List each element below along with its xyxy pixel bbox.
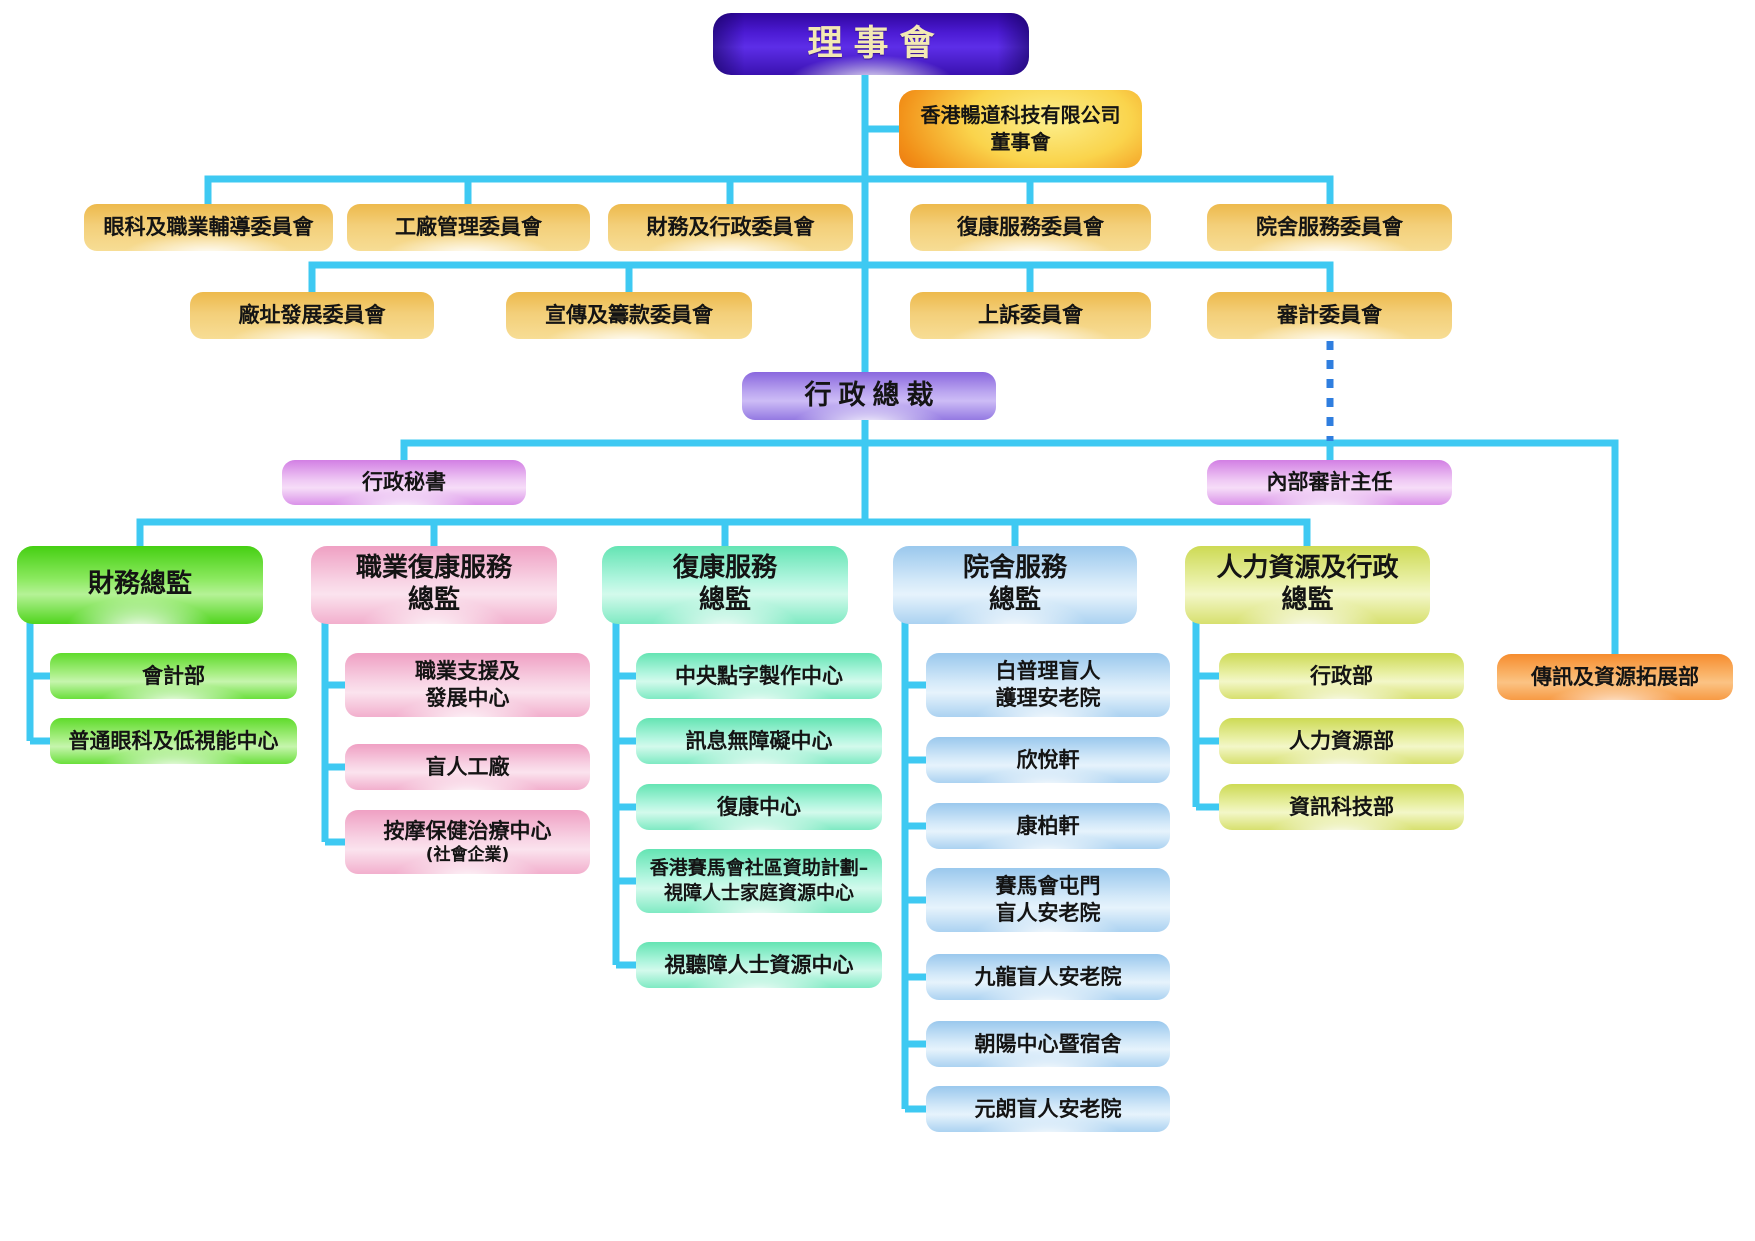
node-label: 宣傳及籌款委員會 bbox=[545, 303, 713, 328]
node-label: 眼科及職業輔導委員會 bbox=[103, 215, 314, 240]
node-label: 內部審計主任 bbox=[1266, 470, 1393, 495]
node-label: 按摩保健治療中心 bbox=[383, 818, 552, 843]
node-label: 盲人安老院 bbox=[995, 901, 1101, 925]
node-label: 欣悅軒 bbox=[1016, 747, 1080, 772]
node-label: 行政總裁 bbox=[804, 379, 941, 411]
node-committee-eye-vocational: 眼科及職業輔導委員會 bbox=[84, 204, 333, 251]
node-director-rehab-services: 復康服務 總監 bbox=[602, 546, 848, 624]
node-yan-yuet-house: 欣悅軒 bbox=[926, 737, 1170, 783]
node-label: 視障人士家庭資源中心 bbox=[663, 882, 854, 904]
node-label: 朝陽中心暨宿舍 bbox=[974, 1031, 1122, 1056]
node-kowloon-home: 九龍盲人安老院 bbox=[926, 954, 1170, 1000]
node-label: 會計部 bbox=[142, 663, 205, 688]
node-internal-audit-head: 內部審計主任 bbox=[1207, 460, 1452, 505]
node-label: 總監 bbox=[698, 585, 751, 615]
node-label: 理事會 bbox=[807, 23, 946, 64]
node-label: 廠址發展委員會 bbox=[238, 303, 386, 328]
node-label: 總監 bbox=[407, 585, 460, 615]
node-label: 盲人工廠 bbox=[425, 754, 510, 779]
node-vocational-support-centre: 職業支援及 發展中心 bbox=[345, 653, 590, 717]
node-label: 行政部 bbox=[1310, 663, 1373, 688]
node-label: 復康中心 bbox=[717, 794, 801, 819]
node-label: 賽馬會屯門 bbox=[995, 874, 1101, 899]
node-sublabel: (社會企業) bbox=[425, 844, 510, 865]
node-label: 董事會 bbox=[990, 130, 1051, 154]
node-it-dept: 資訊科技部 bbox=[1219, 784, 1464, 830]
node-label: 工廠管理委員會 bbox=[395, 215, 542, 240]
node-label: 人力資源部 bbox=[1289, 728, 1394, 753]
node-admin-dept: 行政部 bbox=[1219, 653, 1464, 699]
node-jc-tuen-mun-home: 賽馬會屯門 盲人安老院 bbox=[926, 868, 1170, 932]
node-director-hr-admin: 人力資源及行政 總監 bbox=[1185, 546, 1430, 624]
node-label: 普通眼科及低視能中心 bbox=[68, 728, 279, 753]
node-ceo: 行政總裁 bbox=[742, 372, 996, 420]
node-label: 上訴委員會 bbox=[978, 303, 1083, 328]
node-board-of-directors: 理事會 bbox=[713, 13, 1029, 75]
node-label: 職業支援及 bbox=[415, 659, 520, 684]
node-blind-factory: 盲人工廠 bbox=[345, 744, 590, 790]
node-label: 審計委員會 bbox=[1277, 303, 1382, 328]
node-label: 視聽障人士資源中心 bbox=[664, 952, 854, 977]
node-accessible-info-centre: 訊息無障礙中心 bbox=[636, 718, 882, 764]
node-label: 資訊科技部 bbox=[1289, 794, 1394, 819]
node-jc-family-resource-centre: 香港賽馬會社區資助計劃– 視障人士家庭資源中心 bbox=[636, 849, 882, 913]
node-label: 中央點字製作中心 bbox=[675, 663, 843, 688]
node-label: 康柏軒 bbox=[1016, 813, 1080, 838]
node-committee-residential-services: 院舍服務委員會 bbox=[1207, 204, 1452, 251]
node-committee-factory-mgmt: 工廠管理委員會 bbox=[347, 204, 590, 251]
node-label: 傳訊及資源拓展部 bbox=[1531, 664, 1699, 689]
node-committee-site-development: 廠址發展委員會 bbox=[190, 292, 434, 339]
node-label: 復康服務委員會 bbox=[957, 215, 1104, 240]
node-label: 財務及行政委員會 bbox=[646, 215, 815, 240]
node-label: 人力資源及行政 bbox=[1216, 553, 1399, 584]
node-label: 香港賽馬會社區資助計劃– bbox=[649, 857, 869, 880]
node-director-vocational-rehab: 職業復康服務 總監 bbox=[311, 546, 557, 624]
node-label: 財務總監 bbox=[87, 569, 192, 600]
node-executive-secretary: 行政秘書 bbox=[282, 460, 526, 505]
node-rehab-centre: 復康中心 bbox=[636, 784, 882, 830]
node-label: 香港暢道科技有限公司 bbox=[920, 103, 1121, 127]
node-hong-pak-house: 康柏軒 bbox=[926, 803, 1170, 849]
node-label: 白普理盲人 bbox=[995, 659, 1101, 684]
node-hr-dept: 人力資源部 bbox=[1219, 718, 1464, 764]
node-label: 元朗盲人安老院 bbox=[974, 1096, 1122, 1121]
node-braille-production-centre: 中央點字製作中心 bbox=[636, 653, 882, 699]
node-accounting-dept: 會計部 bbox=[50, 653, 297, 699]
node-label: 九龍盲人安老院 bbox=[974, 964, 1122, 989]
node-label: 總監 bbox=[1281, 585, 1334, 615]
node-committee-finance-admin: 財務及行政委員會 bbox=[608, 204, 853, 251]
node-label: 訊息無障礙中心 bbox=[685, 728, 833, 753]
node-chiu-yeung-centre: 朝陽中心暨宿舍 bbox=[926, 1021, 1170, 1067]
node-committee-rehab-services: 復康服務委員會 bbox=[910, 204, 1151, 251]
node-label: 護理安老院 bbox=[995, 686, 1101, 710]
node-label: 職業復康服務 bbox=[355, 553, 512, 584]
node-eye-low-vision-centre: 普通眼科及低視能中心 bbox=[50, 718, 297, 764]
node-committee-audit: 審計委員會 bbox=[1207, 292, 1452, 339]
node-committee-publicity-fundraising: 宣傳及籌款委員會 bbox=[506, 292, 752, 339]
node-subsidiary-board: 香港暢道科技有限公司 董事會 bbox=[899, 90, 1142, 168]
node-director-finance: 財務總監 bbox=[17, 546, 263, 624]
node-deafblind-resource-centre: 視聽障人士資源中心 bbox=[636, 942, 882, 988]
node-yuen-long-home: 元朗盲人安老院 bbox=[926, 1086, 1170, 1132]
node-label: 院舍服務委員會 bbox=[1256, 215, 1403, 240]
node-committee-appeals: 上訴委員會 bbox=[910, 292, 1151, 339]
node-massage-therapy-centre: 按摩保健治療中心 (社會企業) bbox=[345, 810, 590, 874]
node-bradbury-care-home: 白普理盲人 護理安老院 bbox=[926, 653, 1170, 717]
node-director-residential-services: 院舍服務 總監 bbox=[893, 546, 1137, 624]
node-label: 院舍服務 bbox=[962, 553, 1067, 584]
node-communications-resource-dept: 傳訊及資源拓展部 bbox=[1497, 654, 1733, 700]
node-label: 復康服務 bbox=[672, 553, 777, 584]
node-label: 發展中心 bbox=[425, 686, 510, 710]
node-label: 總監 bbox=[988, 585, 1041, 615]
node-label: 行政秘書 bbox=[362, 470, 446, 495]
